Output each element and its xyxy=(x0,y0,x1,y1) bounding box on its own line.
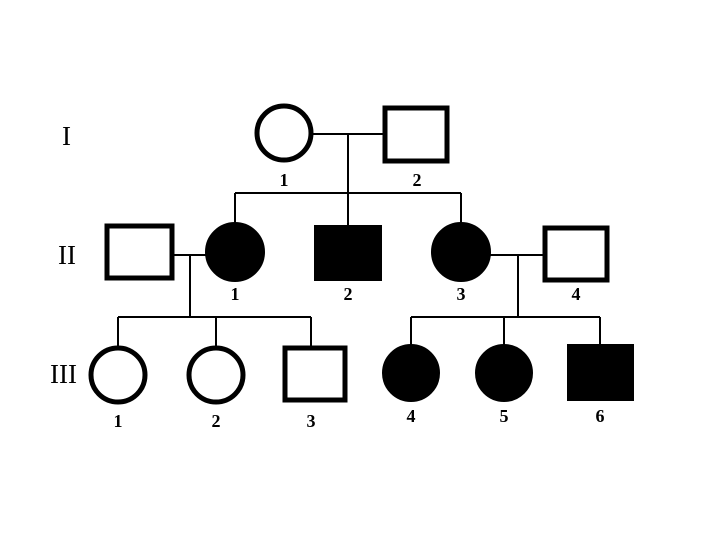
individual-label-iii-6: 6 xyxy=(596,406,605,426)
individual-i-1-female-unaffected[interactable] xyxy=(254,103,314,163)
individual-i-2-male-unaffected[interactable] xyxy=(382,105,450,164)
individual-label-ii-2: 2 xyxy=(344,284,353,304)
individual-label-iii-4: 4 xyxy=(407,406,416,426)
individual-label-iii-2: 2 xyxy=(212,411,221,431)
individual-iii-3-male-unaffected[interactable] xyxy=(282,345,348,403)
generation-label-ii: II xyxy=(58,240,76,270)
individual-label-ii-4: 4 xyxy=(572,284,581,304)
individual-ii-spouse-left-male-unaffected[interactable] xyxy=(104,223,175,281)
individual-ii-3-female-affected[interactable] xyxy=(431,222,491,282)
generation-label-i: I xyxy=(62,121,71,151)
individual-label-ii-3: 3 xyxy=(457,284,466,304)
individual-symbols xyxy=(88,103,634,405)
individual-label-iii-5: 5 xyxy=(500,406,509,426)
individual-ii-2-male-affected[interactable] xyxy=(314,225,382,281)
individual-iii-5-female-affected[interactable] xyxy=(475,344,533,402)
individual-label-ii-1: 1 xyxy=(231,284,240,304)
individual-iii-1-female-unaffected[interactable] xyxy=(88,345,148,405)
individual-iii-4-female-affected[interactable] xyxy=(382,344,440,402)
individual-iii-2-female-unaffected[interactable] xyxy=(186,345,246,405)
individual-label-iii-1: 1 xyxy=(114,411,123,431)
individual-ii-1-female-affected[interactable] xyxy=(205,222,265,282)
individual-iii-6-male-affected[interactable] xyxy=(567,344,634,401)
individual-ii-4-male-unaffected[interactable] xyxy=(542,225,610,283)
individual-label-iii-3: 3 xyxy=(307,411,316,431)
connector-lines xyxy=(117,133,601,348)
individual-label-i-2: 2 xyxy=(413,170,422,190)
individual-label-i-1: 1 xyxy=(280,170,289,190)
generation-label-iii: III xyxy=(50,359,77,389)
individual-number-labels: 1 2 1 2 3 4 1 2 3 4 5 6 xyxy=(114,170,605,431)
